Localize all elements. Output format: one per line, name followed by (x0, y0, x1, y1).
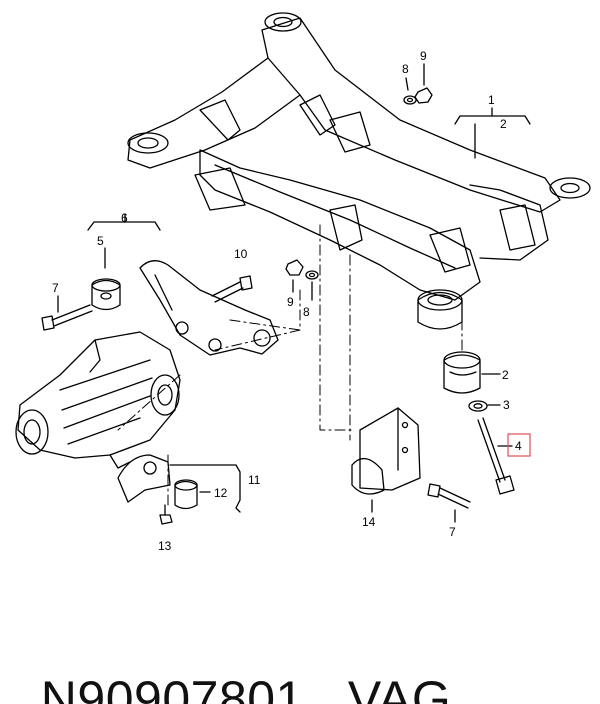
part-number: N90907801 (40, 671, 304, 704)
rear-mount-bracket-drawing (117, 454, 241, 525)
bolt-7-right-drawing (427, 483, 471, 523)
nut-washer-mid-drawing (285, 259, 319, 301)
label-part-12: 12 (214, 486, 228, 500)
label-part-8-top: 8 (402, 62, 409, 76)
label-part-13: 13 (158, 539, 172, 553)
mount-bushing-drawing (443, 351, 501, 394)
nut-washer-top-drawing (403, 63, 433, 105)
bushing-5-drawing (91, 278, 121, 311)
label-part-9-mid: 9 (287, 295, 294, 309)
washer-3-drawing (468, 400, 501, 412)
bolt-10-drawing (211, 275, 253, 303)
label-part-7-left: 7 (52, 281, 59, 295)
label-part-8-mid: 8 (303, 305, 310, 319)
long-bolt-4-drawing (477, 417, 515, 495)
label-part-4: 4 (515, 439, 522, 453)
label-part-1: 1 (488, 93, 495, 107)
highlight-box-part-4 (507, 433, 531, 457)
label-part-14: 14 (362, 515, 376, 529)
label-part-9-top: 9 (420, 49, 427, 63)
differential-drawing (15, 331, 181, 469)
bolt-7-left-drawing (41, 295, 93, 331)
subframe-drawing (127, 12, 591, 330)
label-part-7-right: 7 (449, 525, 456, 539)
label-part-10: 10 (234, 247, 248, 261)
caption: N90907801 VAG (12, 612, 495, 704)
label-part-2-top: 2 (500, 117, 507, 131)
bracket-14-drawing (351, 407, 421, 513)
label-part-11: 11 (248, 473, 261, 487)
label-part-6: 6 (121, 211, 128, 225)
label-part-5: 5 (97, 234, 104, 248)
upper-mount-bracket-drawing (87, 213, 279, 356)
label-part-2-mount: 2 (502, 368, 509, 382)
label-part-3: 3 (503, 398, 510, 412)
brand-name: VAG (347, 671, 452, 704)
